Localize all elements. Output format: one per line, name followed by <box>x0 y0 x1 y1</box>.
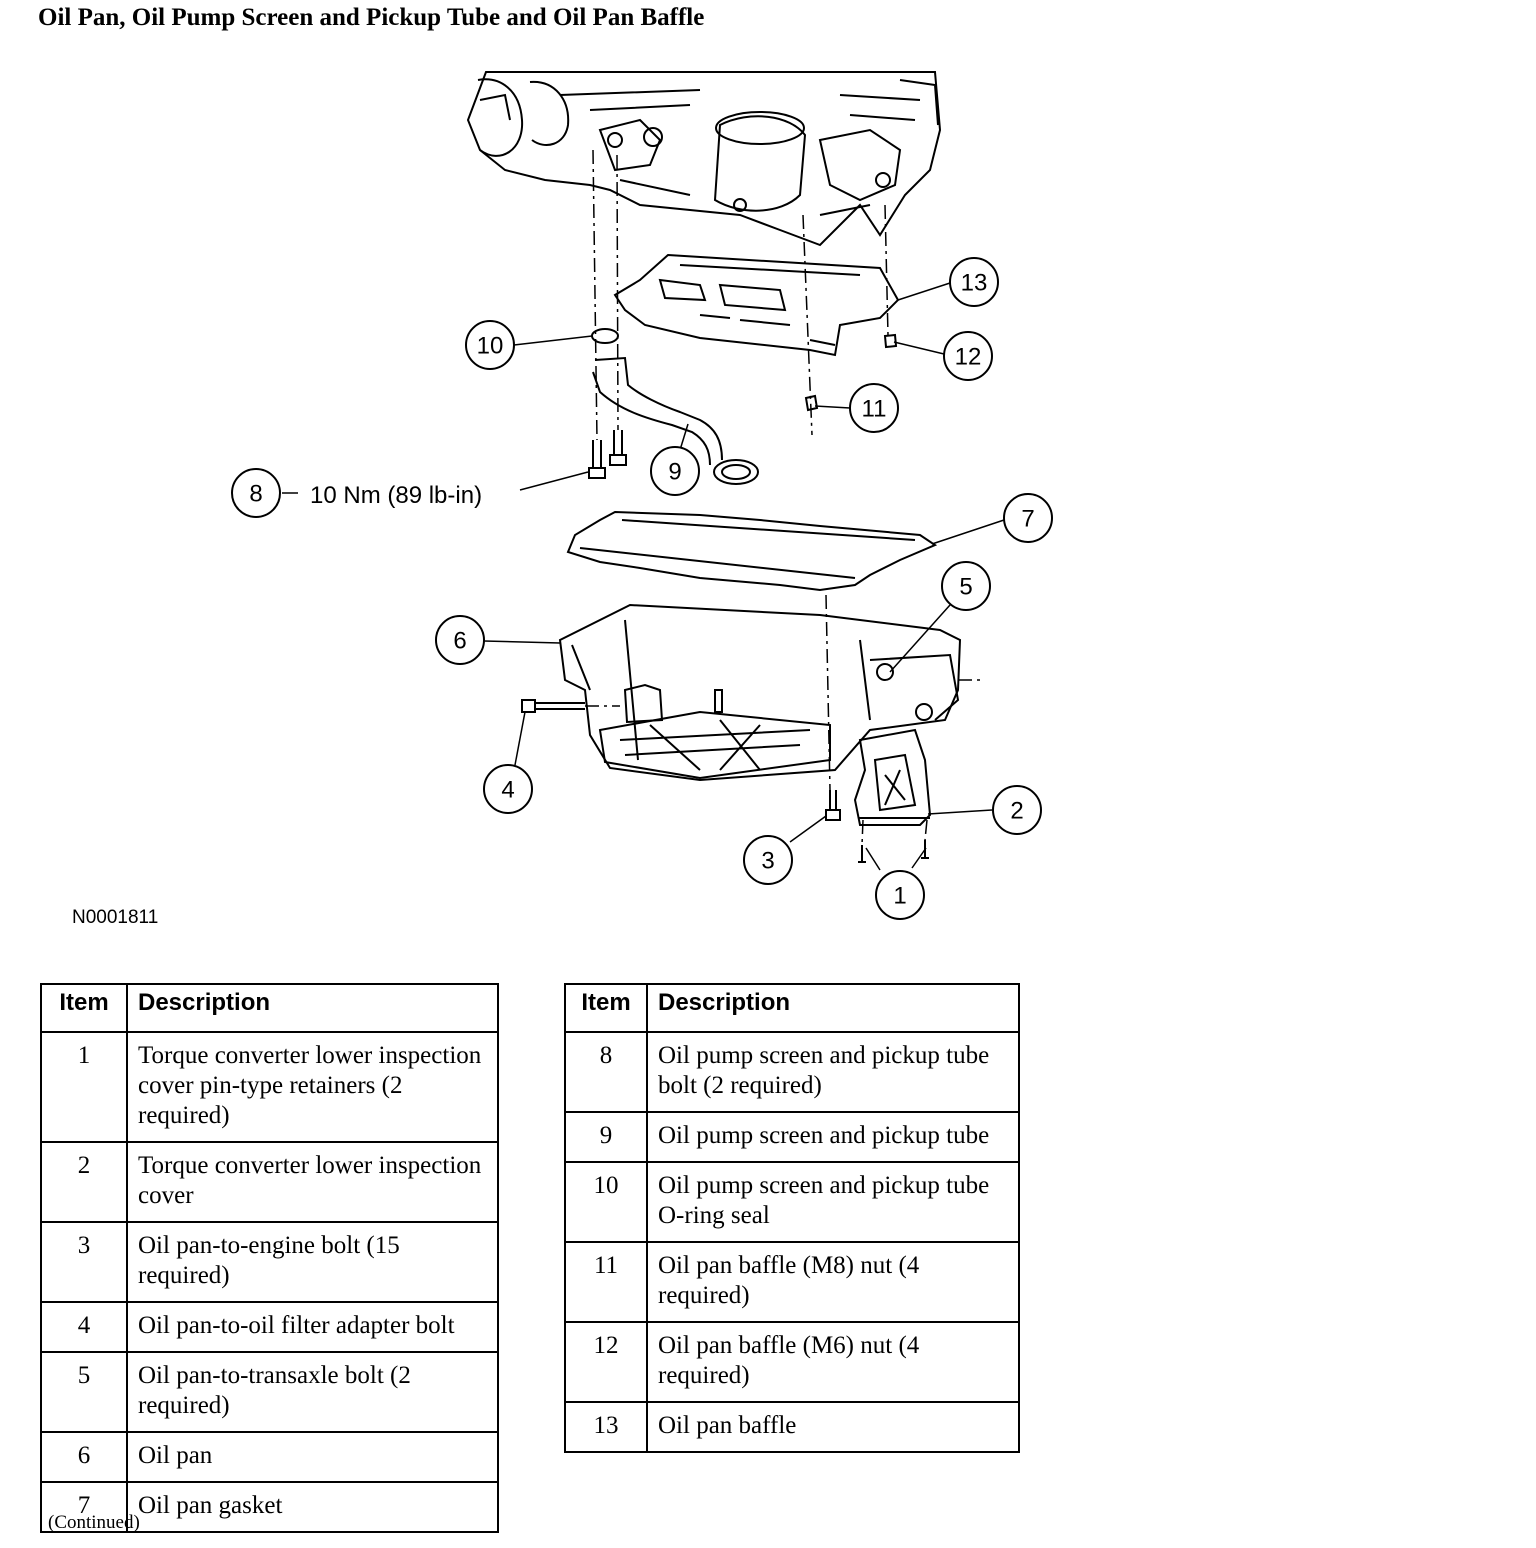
oil-pan-illustration <box>558 603 962 782</box>
table-row: 2 Torque converter lower inspection cove… <box>40 1141 499 1223</box>
callout-label-3: 3 <box>761 848 774 875</box>
item-number: 3 <box>40 1221 128 1303</box>
item-number: 4 <box>40 1301 128 1353</box>
header-description: Description <box>126 983 499 1033</box>
pickup-tube-bolts-illustration <box>588 430 627 479</box>
callout-circle-6 <box>435 615 485 665</box>
item-number: 1 <box>40 1031 128 1143</box>
callout-circle-9 <box>650 446 700 496</box>
item-description: Oil pump screen and pickup tube O-ring s… <box>646 1161 1020 1243</box>
item-number: 2 <box>40 1141 128 1223</box>
callout-circle-12 <box>943 331 993 381</box>
item-number: 12 <box>564 1321 648 1403</box>
callout-label-7: 7 <box>1021 506 1034 533</box>
inspection-cover-illustration <box>853 728 932 826</box>
continued-note: (Continued) <box>48 1512 140 1533</box>
item-description: Oil pan baffle <box>646 1401 1020 1453</box>
table-row: 13 Oil pan baffle <box>564 1401 1020 1453</box>
table-row: 10 Oil pump screen and pickup tube O-rin… <box>564 1161 1020 1243</box>
page-title: Oil Pan, Oil Pump Screen and Pickup Tube… <box>38 4 705 31</box>
exploded-view-diagram: 1 2 3 4 5 6 7 8 9 10 11 12 13 10 Nm (89 … <box>72 71 1053 928</box>
engine-block-illustration <box>466 71 942 247</box>
item-description: Oil pump screen and pickup tube <box>646 1111 1020 1163</box>
callout-label-13: 13 <box>961 270 988 297</box>
callout-label-6: 6 <box>453 628 466 655</box>
callout-label-10: 10 <box>477 333 504 360</box>
callout-circle-8 <box>231 468 281 518</box>
item-number: 6 <box>40 1431 128 1483</box>
table-row: 6 Oil pan <box>40 1431 499 1483</box>
item-description: Torque converter lower inspection cover <box>126 1141 499 1223</box>
item-description: Oil pan-to-engine bolt (15 required) <box>126 1221 499 1303</box>
callout-label-11: 11 <box>862 396 887 423</box>
callout-label-12: 12 <box>955 344 982 371</box>
item-number: 8 <box>564 1031 648 1113</box>
header-item: Item <box>40 983 128 1033</box>
table-row: 1 Torque converter lower inspection cove… <box>40 1031 499 1143</box>
pan-to-engine-bolt-illustration <box>825 790 841 821</box>
callout-label-4: 4 <box>501 777 514 804</box>
table-row: 12 Oil pan baffle (M6) nut (4 required) <box>564 1321 1020 1403</box>
table-row: 7 Oil pan gasket <box>40 1481 499 1533</box>
item-description: Torque converter lower inspection cover … <box>126 1031 499 1143</box>
leader-lines <box>282 282 1005 871</box>
callout-circle-1 <box>875 870 925 920</box>
callout-label-8: 8 <box>249 481 262 508</box>
item-description: Oil pan <box>126 1431 499 1483</box>
item-description: Oil pan baffle (M8) nut (4 required) <box>646 1241 1020 1323</box>
item-description: Oil pan gasket <box>126 1481 499 1533</box>
callout-circle-13 <box>949 257 999 307</box>
callout-circle-7 <box>1003 493 1053 543</box>
callout-label-2: 2 <box>1010 798 1023 825</box>
callout-circle-11 <box>849 383 899 433</box>
legend-table-left: Item Description 1 Torque converter lowe… <box>40 983 499 1533</box>
callout-circle-5 <box>941 561 991 611</box>
oil-pan-baffle-illustration <box>613 253 900 357</box>
callout-circle-4 <box>483 764 533 814</box>
torque-spec-label: 10 Nm (89 lb-in) <box>310 482 482 509</box>
item-number: 13 <box>564 1401 648 1453</box>
table-row: 8 Oil pump screen and pickup tube bolt (… <box>564 1031 1020 1113</box>
header-item: Item <box>564 983 648 1033</box>
item-description: Oil pan-to-transaxle bolt (2 required) <box>126 1351 499 1433</box>
item-number: 7 <box>40 1481 128 1533</box>
item-number: 9 <box>564 1111 648 1163</box>
table-row: 11 Oil pan baffle (M8) nut (4 required) <box>564 1241 1020 1323</box>
header-description: Description <box>646 983 1020 1033</box>
table-row: 9 Oil pump screen and pickup tube <box>564 1111 1020 1163</box>
legend-table-right: Item Description 8 Oil pump screen and p… <box>564 983 1020 1453</box>
callout-label-1: 1 <box>893 883 906 910</box>
item-number: 11 <box>564 1241 648 1323</box>
item-description: Oil pan-to-oil filter adapter bolt <box>126 1301 499 1353</box>
alignment-lines <box>585 149 985 846</box>
callout-circle-3 <box>743 835 793 885</box>
table-row: 5 Oil pan-to-transaxle bolt (2 required) <box>40 1351 499 1433</box>
item-description: Oil pan baffle (M6) nut (4 required) <box>646 1321 1020 1403</box>
table-row: 3 Oil pan-to-engine bolt (15 required) <box>40 1221 499 1303</box>
callout-circle-2 <box>992 785 1042 835</box>
item-number: 5 <box>40 1351 128 1433</box>
callout-label-9: 9 <box>668 459 681 486</box>
filter-adapter-bolt-illustration <box>521 699 585 713</box>
oil-pan-gasket-illustration <box>566 510 938 592</box>
callout-label-5: 5 <box>959 574 972 601</box>
figure-id: N0001811 <box>72 907 158 928</box>
pickup-tube-illustration <box>592 356 759 485</box>
callout-circle-10 <box>465 320 515 370</box>
item-description: Oil pump screen and pickup tube bolt (2 … <box>646 1031 1020 1113</box>
table-row: 4 Oil pan-to-oil filter adapter bolt <box>40 1301 499 1353</box>
item-number: 10 <box>564 1161 648 1243</box>
